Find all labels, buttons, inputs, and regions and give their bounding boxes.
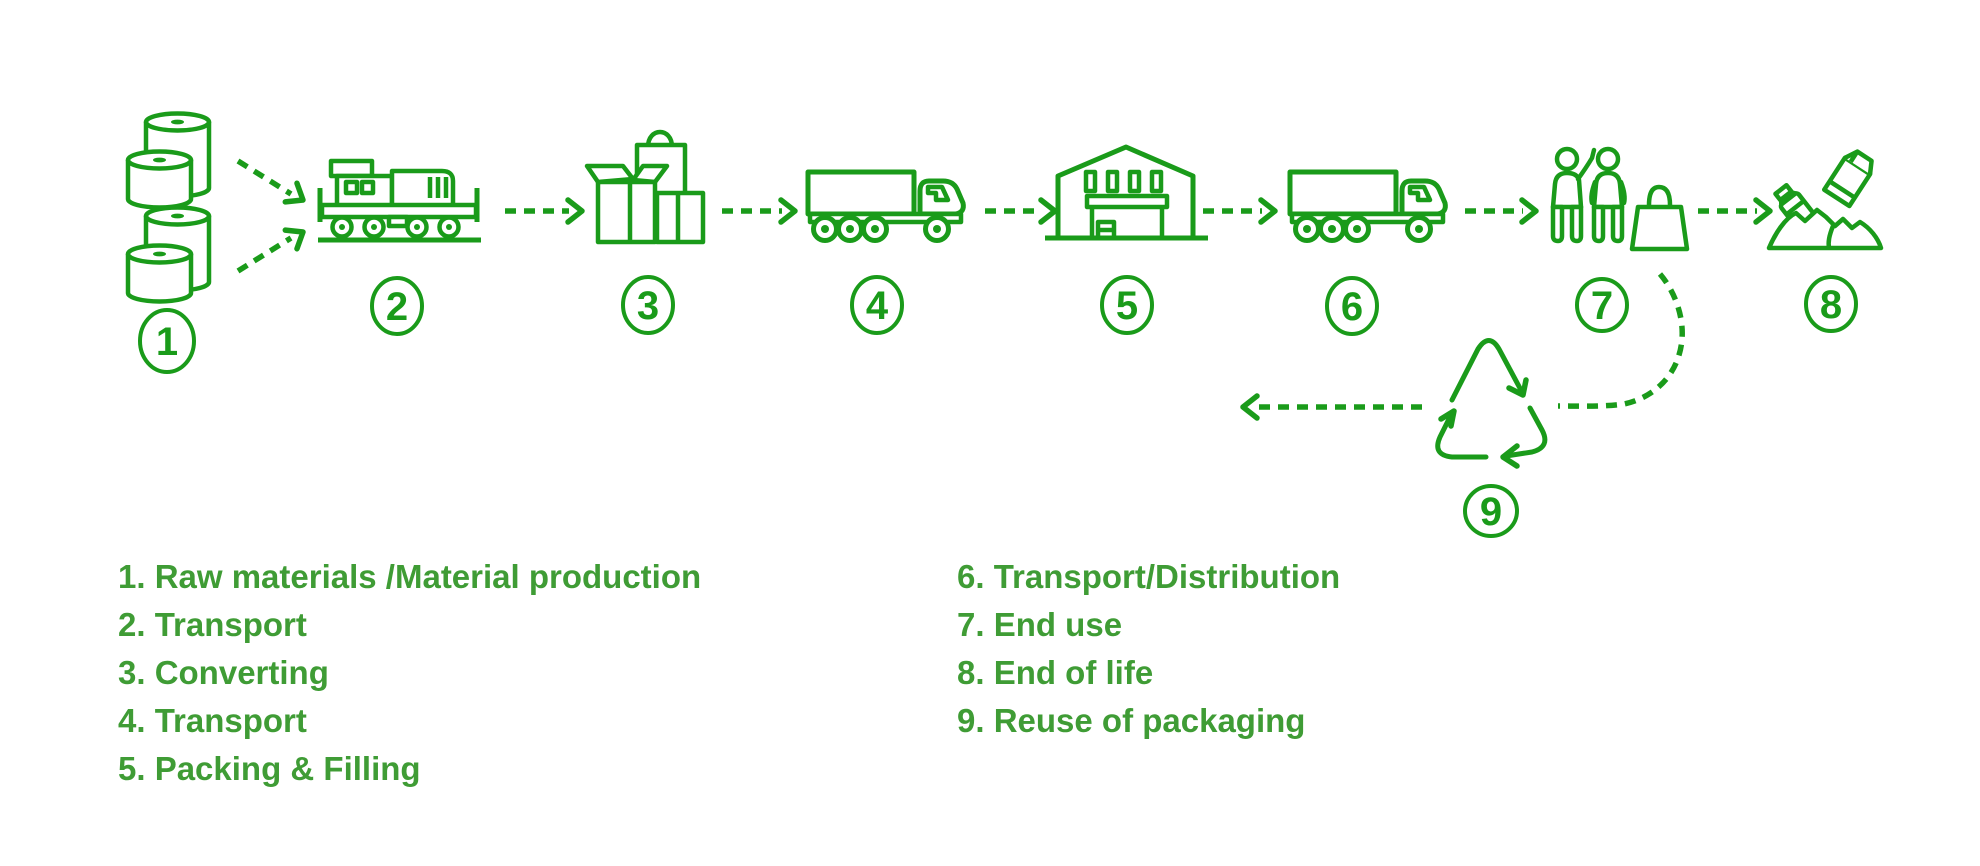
dashed-arrow-2-3 bbox=[505, 200, 582, 222]
legend-item-2: 2. Transport bbox=[118, 606, 307, 643]
reuse-return-arrow bbox=[1243, 396, 1422, 418]
step-badge-9-number: 9 bbox=[1480, 490, 1502, 534]
legend-left-column: 1. Raw materials /Material production 2.… bbox=[118, 553, 701, 793]
step-badge-7: 7 bbox=[1575, 277, 1629, 333]
dashed-arrow-1-2-upper bbox=[236, 158, 309, 209]
step-badge-4: 4 bbox=[850, 275, 904, 335]
legend-item-5: 5. Packing & Filling bbox=[118, 750, 421, 787]
step-badge-3-number: 3 bbox=[637, 284, 659, 328]
legend-item-6: 6. Transport/Distribution bbox=[957, 558, 1341, 595]
step-badge-6-number: 6 bbox=[1341, 285, 1363, 329]
dashed-arrow-3-4 bbox=[722, 200, 795, 222]
paper-rolls-icon bbox=[125, 111, 212, 304]
freight-train-icon bbox=[317, 158, 481, 243]
step-badge-7-number: 7 bbox=[1591, 284, 1613, 328]
step-badge-3: 3 bbox=[621, 275, 675, 335]
step-badge-1: 1 bbox=[138, 308, 196, 374]
reuse-curve-path bbox=[1557, 272, 1685, 409]
step-badge-2-number: 2 bbox=[386, 285, 408, 329]
step-badge-9: 9 bbox=[1463, 484, 1519, 538]
legend-item-1: 1. Raw materials /Material production bbox=[118, 558, 702, 595]
warehouse-icon bbox=[1045, 144, 1208, 241]
legend-item-8: 8. End of life bbox=[957, 654, 1154, 691]
step-badge-6: 6 bbox=[1325, 276, 1379, 336]
step-badge-4-number: 4 bbox=[866, 284, 889, 328]
legend-item-7: 7. End use bbox=[957, 606, 1123, 643]
legend-item-9: 9. Reuse of packaging bbox=[957, 702, 1306, 739]
step-badge-5: 5 bbox=[1100, 275, 1154, 335]
dashed-arrow-7-8 bbox=[1698, 200, 1770, 222]
truck-icon-step4 bbox=[808, 172, 963, 241]
dashed-arrow-4-5 bbox=[985, 200, 1055, 222]
dashed-arrow-5-6 bbox=[1203, 200, 1275, 222]
legend-right-column: 6. Transport/Distribution 7. End use 8. … bbox=[957, 553, 1340, 745]
boxes-and-bag-icon bbox=[584, 129, 706, 245]
consumers-with-bag-icon bbox=[1550, 146, 1690, 252]
truck-icon-step6 bbox=[1290, 172, 1445, 241]
step-badge-8: 8 bbox=[1804, 275, 1858, 333]
step-badge-5-number: 5 bbox=[1116, 284, 1138, 328]
legend-item-3: 3. Converting bbox=[118, 654, 329, 691]
waste-pile-icon bbox=[1766, 149, 1884, 251]
step-badge-2: 2 bbox=[370, 276, 424, 336]
step-badge-8-number: 8 bbox=[1820, 283, 1842, 327]
step-badge-1-number: 1 bbox=[156, 320, 178, 364]
dashed-arrow-6-7 bbox=[1465, 200, 1536, 222]
legend-item-4: 4. Transport bbox=[118, 702, 307, 739]
dashed-arrow-1-2-lower bbox=[236, 223, 309, 274]
recycling-loop-icon bbox=[1435, 338, 1548, 469]
